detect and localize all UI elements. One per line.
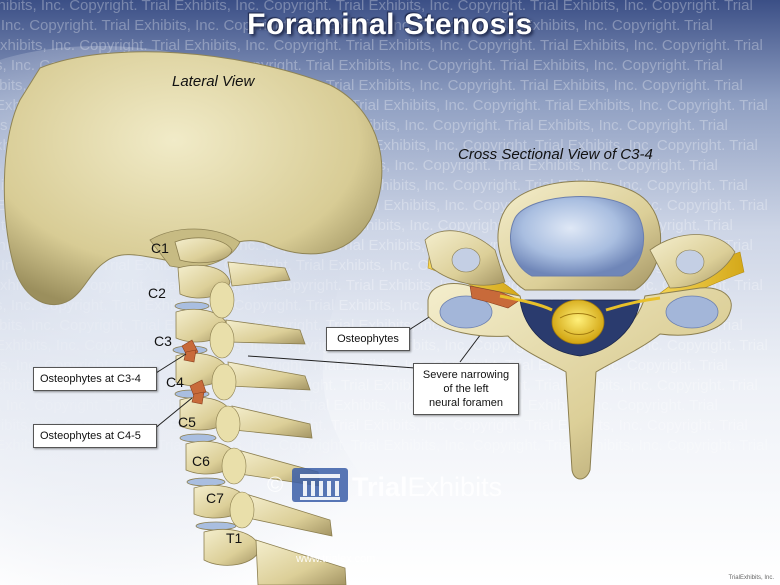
vertebra-label-c1: C1: [151, 240, 169, 256]
facet-joints: [209, 281, 255, 529]
vertebra-label-c7: C7: [206, 490, 224, 506]
callout-severe-narrowing: Severe narrowing of the left neural fora…: [413, 363, 519, 415]
trialexhibits-logo: [292, 468, 348, 502]
callout-line: Severe narrowing: [422, 369, 510, 381]
vertebra-label-c6: C6: [192, 453, 210, 469]
vertebra-label-t1: T1: [226, 530, 243, 546]
left-transverse-foramen: [439, 295, 493, 329]
vertebra-label-c2: C2: [148, 285, 166, 301]
osteophytes-lateral: [181, 339, 207, 405]
copyright-symbol: ©: [267, 472, 284, 497]
callout-osteophytes-c4-5: Osteophytes at C4-5: [33, 424, 157, 448]
vertebra-label-c3: C3: [154, 333, 172, 349]
callout-line: of the left: [443, 383, 489, 395]
cross-section-c3-4: [424, 180, 745, 480]
logo-word-bold: Trial: [352, 472, 408, 502]
watermark-url: www.trialex.com: [296, 553, 376, 565]
spinal-cord: [551, 299, 605, 345]
logo-wordmark: TrialExhibits: [352, 472, 502, 503]
page-title: Foraminal Stenosis: [247, 8, 533, 41]
lateral-view-label: Lateral View: [172, 73, 255, 90]
right-transverse-foramen: [665, 295, 719, 329]
intervertebral-disc: [510, 196, 645, 277]
osteophyte-cross-section: [469, 285, 521, 309]
vertebra-label-c5: C5: [178, 414, 196, 430]
corner-mark: TrialExhibits, Inc.: [728, 575, 774, 581]
callout-line: neural foramen: [429, 397, 503, 409]
vertebra-label-c4: C4: [166, 374, 184, 390]
cross-section-label: Cross Sectional View of C3-4: [458, 146, 653, 163]
callout-osteophytes: Osteophytes: [326, 327, 410, 351]
logo-word-rest: Exhibits: [407, 472, 503, 502]
callout-osteophytes-c3-4: Osteophytes at C3-4: [33, 367, 157, 391]
